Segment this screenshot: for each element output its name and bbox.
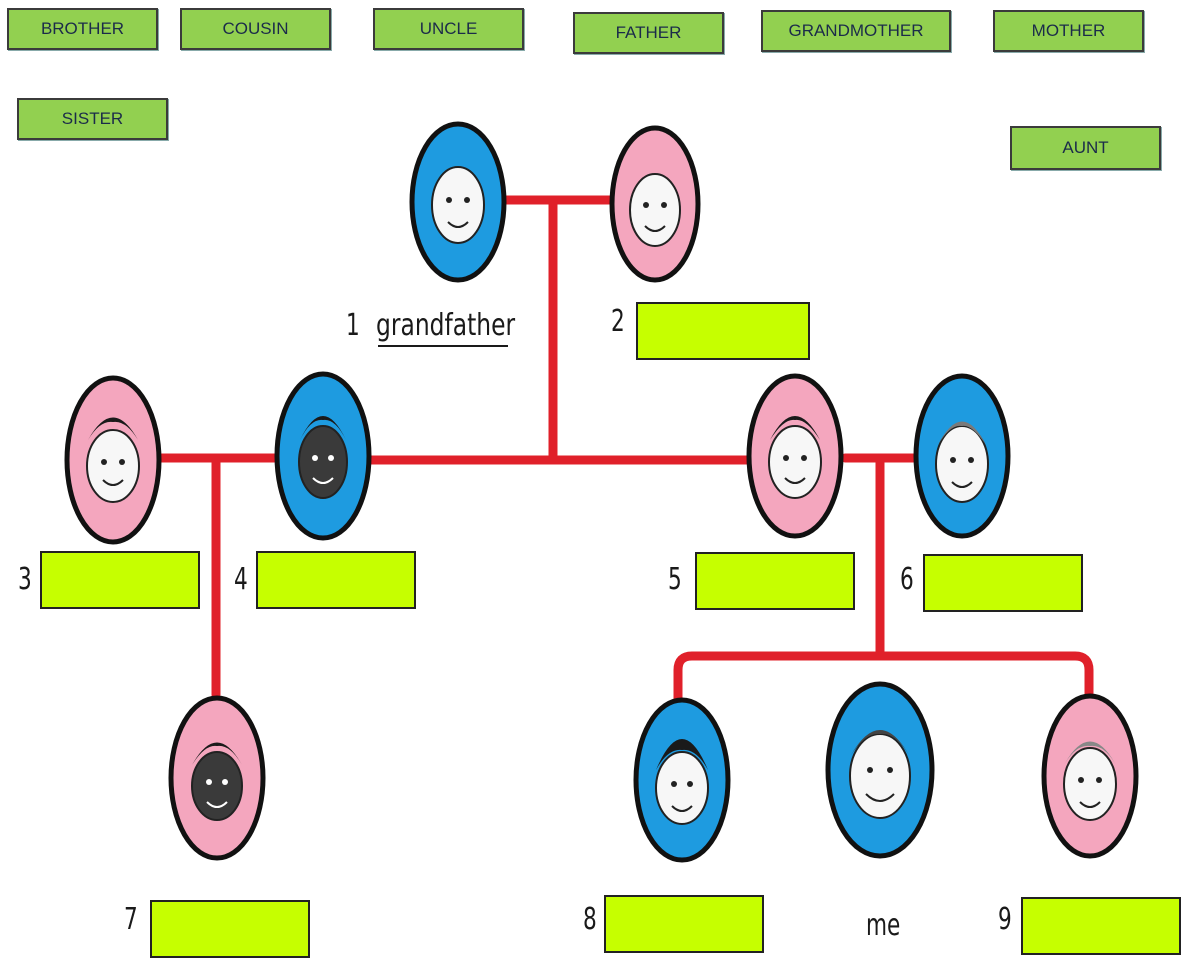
grandmother-face-icon [629,173,681,247]
word-tile-brother[interactable]: BROTHER [7,8,158,50]
answer-slot-3[interactable] [40,551,200,609]
me-label: me [866,908,901,943]
number-2: 2 [611,304,625,339]
word-tile-grandmother[interactable]: GRANDMOTHER [761,10,951,52]
number-8: 8 [583,902,597,937]
number-1: 1 [346,308,360,343]
tree-lines [150,195,1094,705]
word-tile-sister[interactable]: SISTER [17,98,168,140]
number-9: 9 [998,902,1012,937]
answer-slot-8[interactable] [604,895,764,953]
number-3: 3 [18,562,32,597]
mother-face-icon [768,425,822,499]
answer-slot-5[interactable] [695,552,855,610]
given-answer-underline [378,345,508,347]
answer-slot-9[interactable] [1021,897,1181,955]
given-answer: grandfather [376,308,516,343]
word-tile-father[interactable]: FATHER [573,12,724,54]
answer-slot-4[interactable] [256,551,416,609]
number-7: 7 [124,902,138,937]
answer-slot-7[interactable] [150,900,310,958]
woman-face-icon [86,429,140,503]
word-tile-cousin[interactable]: COUSIN [180,8,331,50]
sister-face-icon [1063,747,1117,821]
father-face-icon [935,425,989,503]
man-face-icon [298,425,348,499]
number-6: 6 [900,562,914,597]
word-tile-aunt[interactable]: AUNT [1010,126,1161,170]
grandfather-face-icon [431,166,485,244]
answer-slot-2[interactable] [636,302,810,360]
brother-face-icon [655,751,709,825]
boy-face-icon [849,733,911,819]
number-5: 5 [668,562,682,597]
number-4: 4 [234,562,248,597]
answer-slot-6[interactable] [923,554,1083,612]
word-tile-uncle[interactable]: UNCLE [373,8,524,50]
word-tile-mother[interactable]: MOTHER [993,10,1144,52]
girl-face-icon [191,751,243,821]
